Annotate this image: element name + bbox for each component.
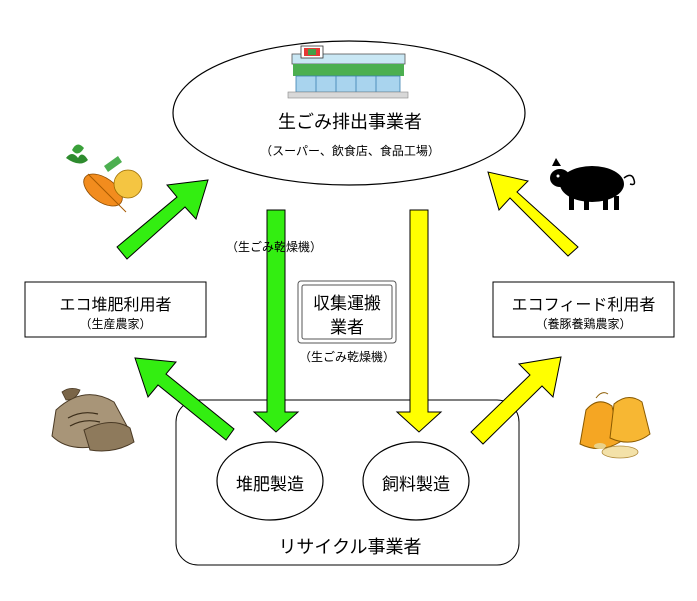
recycler-title: リサイクル事業者 — [278, 537, 422, 558]
collector-box-inner — [301, 284, 393, 340]
recycler-container — [175, 399, 520, 566]
vegetables-icon — [66, 144, 143, 213]
yellow-arrow-to-discharger — [487, 171, 579, 257]
green-arrow-down-to-compost — [252, 209, 300, 433]
eco-compost-user-subtitle: （生産農家） — [79, 317, 152, 331]
eco-compost-user-title: エコ堆肥利用者 — [59, 295, 172, 314]
compost-bags-icon — [51, 388, 135, 452]
feed-bags-icon — [579, 392, 651, 459]
compost-plant-ellipse — [216, 441, 324, 521]
feed-plant-ellipse — [362, 441, 470, 521]
collector-label-line2: 業者 — [330, 318, 364, 338]
collector-box-outer — [297, 280, 397, 344]
compost-plant-label: 堆肥製造 — [236, 475, 304, 495]
discharger-title: 生ごみ排出事業者 — [278, 112, 422, 133]
discharger-subtitle: （スーパー、飲食店、食品工場） — [260, 144, 440, 158]
dryer-label-top: （生ごみ乾燥機） — [225, 240, 322, 254]
green-arrow-to-discharger — [116, 179, 209, 260]
collector-label-line1: 収集運搬 — [313, 294, 381, 314]
eco-compost-user-box — [24, 281, 207, 338]
eco-feed-user-title: エコフィード利用者 — [511, 295, 656, 314]
store-icon — [287, 45, 409, 99]
yellow-arrow-to-feed-user — [470, 356, 562, 445]
feed-plant-label: 飼料製造 — [382, 475, 450, 495]
yellow-arrow-down-to-feed — [395, 209, 443, 433]
discharger-ellipse — [172, 40, 526, 186]
dryer-label-mid: （生ごみ乾燥機） — [298, 350, 395, 364]
pig-icon — [550, 158, 636, 210]
eco-feed-user-box — [492, 281, 675, 338]
green-arrow-to-compost-user — [134, 357, 235, 441]
eco-feed-user-subtitle: （養豚養鶏農家） — [535, 317, 632, 331]
